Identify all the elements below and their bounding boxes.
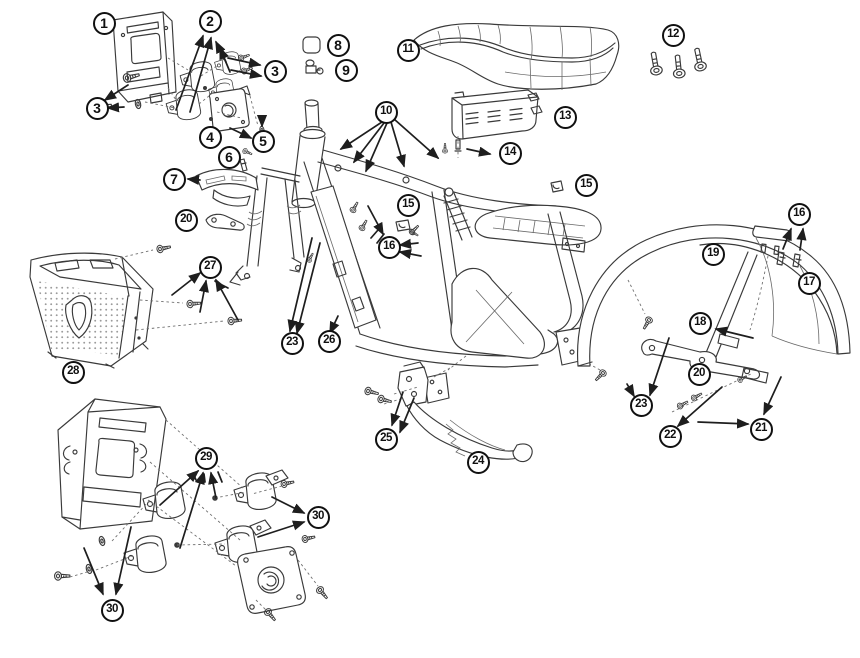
rear-clamp-set-drawing bbox=[54, 419, 331, 624]
callout-18: 18 bbox=[688, 311, 712, 335]
callout-16: 16 bbox=[787, 202, 811, 226]
callout-16: 16 bbox=[377, 235, 401, 259]
callout-13: 13 bbox=[553, 105, 577, 129]
callout-15: 15 bbox=[574, 173, 598, 197]
callout-23: 23 bbox=[280, 331, 304, 355]
kickstand-drawing bbox=[363, 361, 533, 463]
rear-mount-plate-drawing bbox=[57, 398, 167, 530]
callout-19: 19 bbox=[701, 242, 725, 266]
callout-8: 8 bbox=[326, 33, 350, 57]
callout-30: 30 bbox=[100, 598, 124, 622]
fender-bracket-drawing bbox=[205, 213, 245, 231]
callout-25: 25 bbox=[374, 427, 398, 451]
callout-7: 7 bbox=[162, 167, 186, 191]
seat-drawing bbox=[413, 22, 620, 90]
callout-29: 29 bbox=[194, 446, 218, 470]
callout-arrows bbox=[83, 34, 807, 596]
callout-30: 30 bbox=[306, 505, 330, 529]
callout-3: 3 bbox=[263, 59, 287, 83]
callout-26: 26 bbox=[317, 329, 341, 353]
cable-clip-drawing bbox=[305, 59, 324, 75]
callout-24: 24 bbox=[466, 450, 490, 474]
callout-27: 27 bbox=[198, 255, 222, 279]
callout-2: 2 bbox=[198, 9, 222, 33]
callout-17: 17 bbox=[797, 271, 821, 295]
bolt-set-drawing bbox=[646, 46, 708, 80]
callout-28: 28 bbox=[61, 360, 85, 384]
front-fork-drawing bbox=[229, 167, 305, 286]
callout-21: 21 bbox=[749, 417, 773, 441]
callout-20: 20 bbox=[174, 208, 198, 232]
callout-22: 22 bbox=[658, 424, 682, 448]
callout-14: 14 bbox=[498, 141, 522, 165]
callout-23: 23 bbox=[629, 393, 653, 417]
fender-stay-arm-drawing bbox=[641, 338, 769, 413]
front-fender-drawing bbox=[195, 168, 259, 207]
callout-6: 6 bbox=[217, 145, 241, 169]
callout-20: 20 bbox=[687, 362, 711, 386]
callout-1: 1 bbox=[92, 11, 116, 35]
callout-12: 12 bbox=[661, 23, 685, 47]
callout-3: 3 bbox=[85, 96, 109, 120]
callout-9: 9 bbox=[334, 58, 358, 82]
callout-10: 10 bbox=[374, 100, 398, 124]
front-basket-drawing bbox=[29, 242, 243, 369]
callout-4: 4 bbox=[198, 125, 222, 149]
battery-cover-drawing bbox=[451, 89, 543, 158]
callout-5: 5 bbox=[251, 129, 275, 153]
callout-15: 15 bbox=[396, 193, 420, 217]
frame-drawing bbox=[291, 99, 608, 404]
callout-11: 11 bbox=[396, 38, 420, 62]
reflector-pad-drawing bbox=[302, 36, 321, 54]
